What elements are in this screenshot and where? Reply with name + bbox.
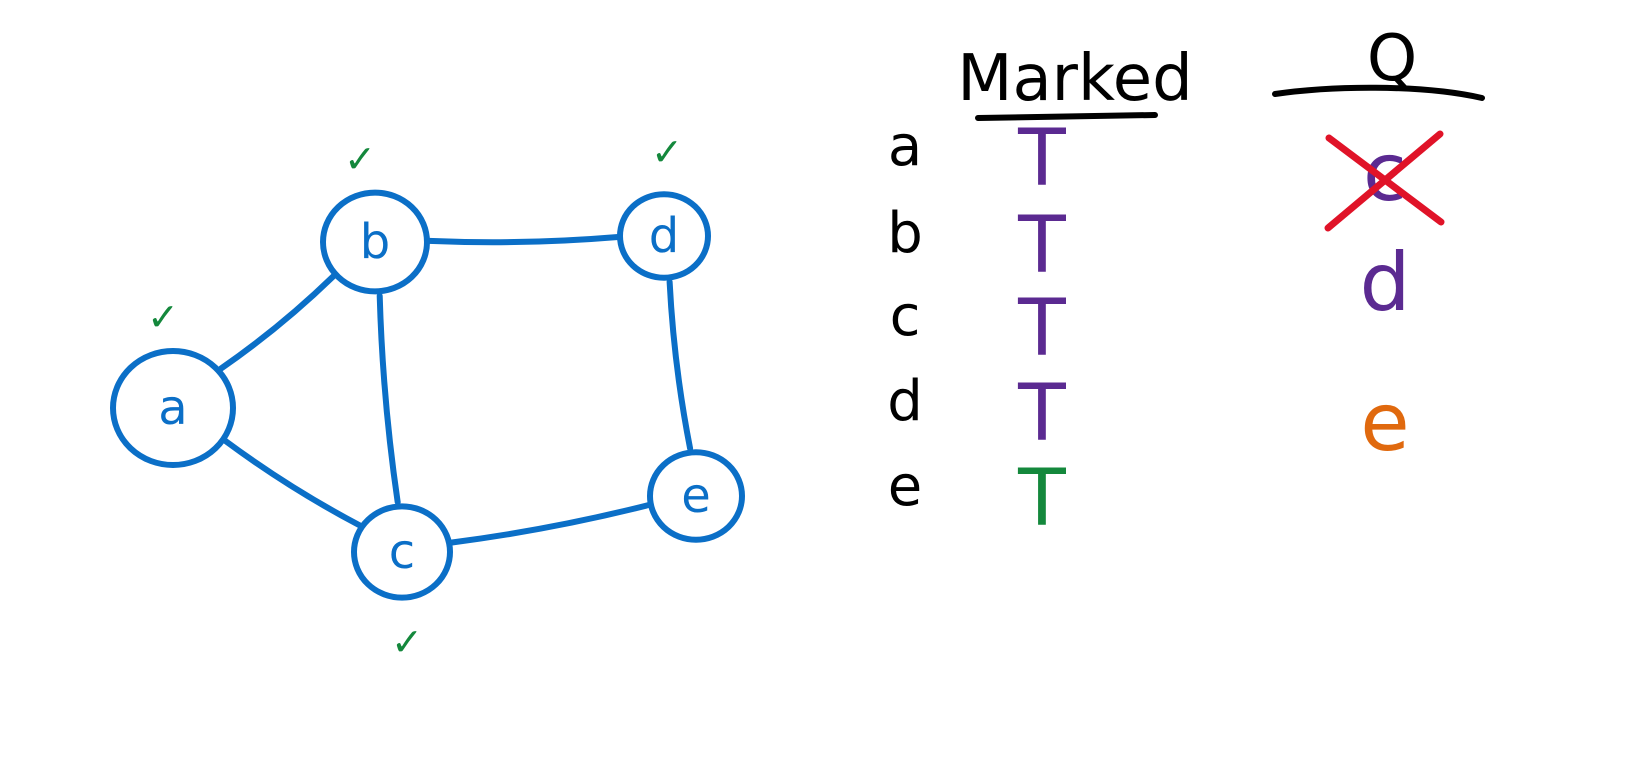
marked-row-b-value: T (1017, 201, 1066, 291)
marked-row-e-value: T (1017, 454, 1066, 544)
node-a-circle (110, 348, 236, 468)
queue-item-d-label: d (1360, 236, 1411, 329)
node-e-label: e (681, 468, 711, 524)
marked-header: Marked (957, 42, 1193, 116)
node-a-label: a (158, 380, 187, 436)
queue-items: cde (1324, 126, 1445, 469)
node-a: a✓ (110, 295, 236, 468)
marked-row-e-node: e (888, 454, 922, 519)
edge-b-c (376, 292, 401, 506)
graph: a✓b✓c✓d✓e (110, 130, 745, 664)
node-a-check-icon: ✓ (147, 295, 179, 339)
node-d-check-icon: ✓ (651, 130, 683, 174)
queue-item-c: c (1324, 126, 1445, 232)
queue-item-e-label: e (1360, 376, 1409, 469)
marked-row-d-node: d (887, 369, 923, 434)
node-b-check-icon: ✓ (344, 137, 376, 181)
edge-b-d (426, 234, 621, 246)
node-d-circle (617, 191, 711, 281)
queue-header: Q (1367, 22, 1417, 96)
graph-edges (217, 234, 694, 546)
marked-row-b-node: b (887, 201, 923, 266)
node-b-label: b (360, 214, 390, 270)
node-b: b✓ (320, 137, 430, 295)
queue-header-underline (1272, 84, 1485, 101)
node-c-circle (351, 503, 453, 601)
marked-row-d-value: T (1017, 369, 1066, 459)
marked-row-a-node: a (888, 114, 922, 179)
queue-item-e: e (1360, 376, 1409, 469)
edge-d-e (666, 278, 694, 452)
node-b-circle (320, 189, 430, 295)
node-d: d✓ (617, 130, 711, 281)
node-c: c✓ (351, 503, 453, 664)
node-e-circle (647, 449, 745, 543)
queue: Q cde (1272, 22, 1485, 469)
queue-item-d: d (1360, 236, 1411, 329)
marked-row-c-value: T (1017, 284, 1066, 374)
node-c-check-icon: ✓ (391, 620, 423, 664)
edge-c-e (448, 502, 652, 546)
marked-header-underline (975, 112, 1158, 121)
marked-row-a-value: T (1017, 114, 1066, 204)
node-e: e (647, 449, 745, 543)
queue-item-c-cross-icon (1324, 130, 1444, 232)
edge-a-b (217, 273, 337, 372)
marked-row-c-node: c (890, 284, 921, 349)
graph-nodes: a✓b✓c✓d✓e (110, 130, 745, 664)
edge-a-c (222, 438, 363, 529)
node-d-label: d (649, 208, 679, 264)
node-c-label: c (389, 524, 415, 580)
